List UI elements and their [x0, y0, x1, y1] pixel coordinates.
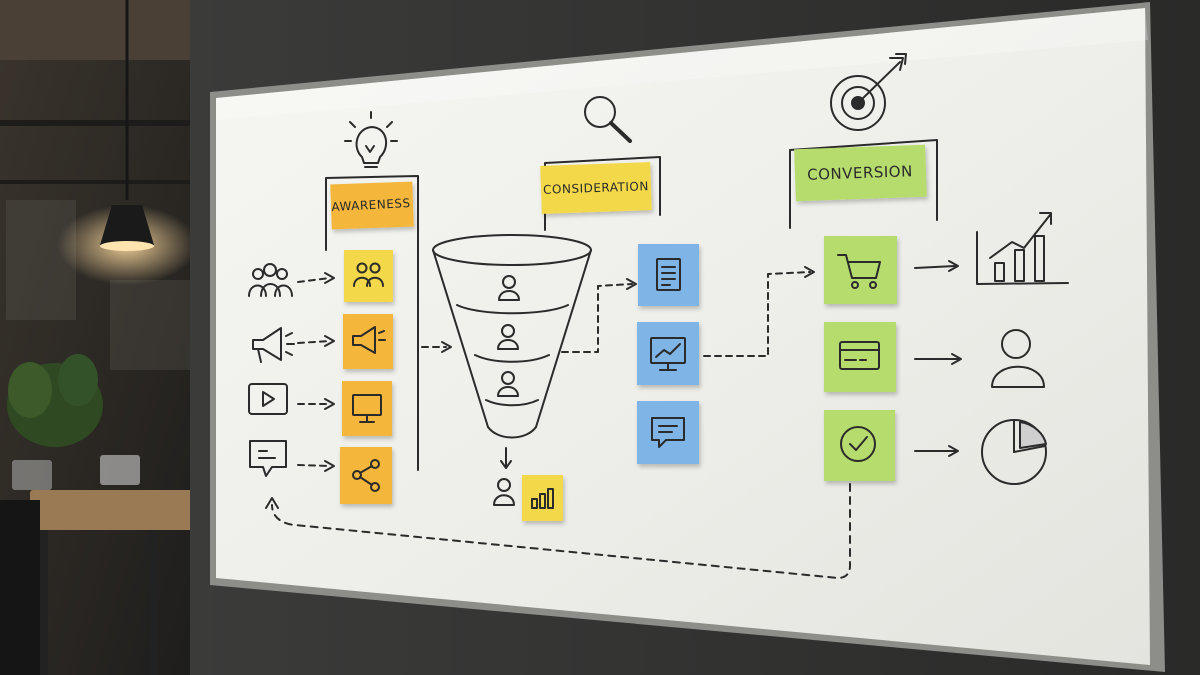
- conversion-note-check: [824, 410, 895, 481]
- conversion-label-note: CONVERSION: [794, 145, 927, 202]
- conversion-note-card: [824, 322, 896, 392]
- conversion-stage-label: CONVERSION: [807, 162, 913, 184]
- awareness-note-share: [340, 447, 392, 504]
- consideration-note-message: [637, 401, 699, 464]
- consideration-note-document: [638, 244, 699, 306]
- awareness-label-note: AWARENESS: [330, 182, 414, 230]
- office-background: [0, 0, 200, 675]
- awareness-note-monitor: [342, 381, 392, 436]
- funnel-output-note: [522, 475, 563, 521]
- consideration-label-note: CONSIDERATION: [540, 162, 652, 214]
- consideration-note-analytics: [637, 322, 699, 385]
- awareness-note-megaphone: [343, 314, 393, 369]
- conversion-note-cart: [824, 236, 897, 304]
- plant: [7, 354, 103, 447]
- awareness-note-people: [344, 250, 393, 302]
